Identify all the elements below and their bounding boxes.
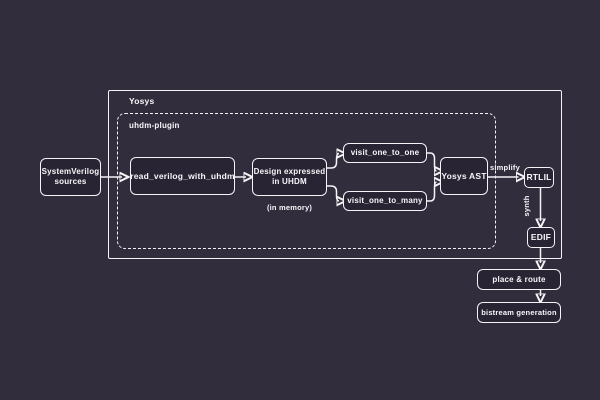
in-memory-caption: (in memory) [266,203,313,212]
node-rtlil: RTLIL [524,167,554,188]
uhdm-plugin-frame [117,113,496,249]
node-visit-one-to-one: visit_one_to_one [343,143,427,163]
node-read-verilog-with-uhdm: read_verilog_with_uhdm [130,157,235,195]
node-systemverilog-sources: SystemVerilog sources [40,158,101,196]
yosys-frame [108,90,562,259]
node-visit-one-to-many: visit_one_to_many [343,191,427,211]
node-place-and-route: place & route [477,269,561,290]
node-yosys-ast: Yosys AST [440,157,488,195]
node-design-expressed-in-uhdm: Design expressed in UHDM [252,158,327,196]
node-edif: EDIF [527,227,555,248]
uhdm-plugin-frame-label: uhdm-plugin [129,121,180,130]
synth-label: synth [522,195,531,217]
simplify-label: simplify [490,163,520,172]
yosys-frame-label: Yosys [129,96,155,106]
node-bitstream-generation: bistream generation [477,302,561,323]
